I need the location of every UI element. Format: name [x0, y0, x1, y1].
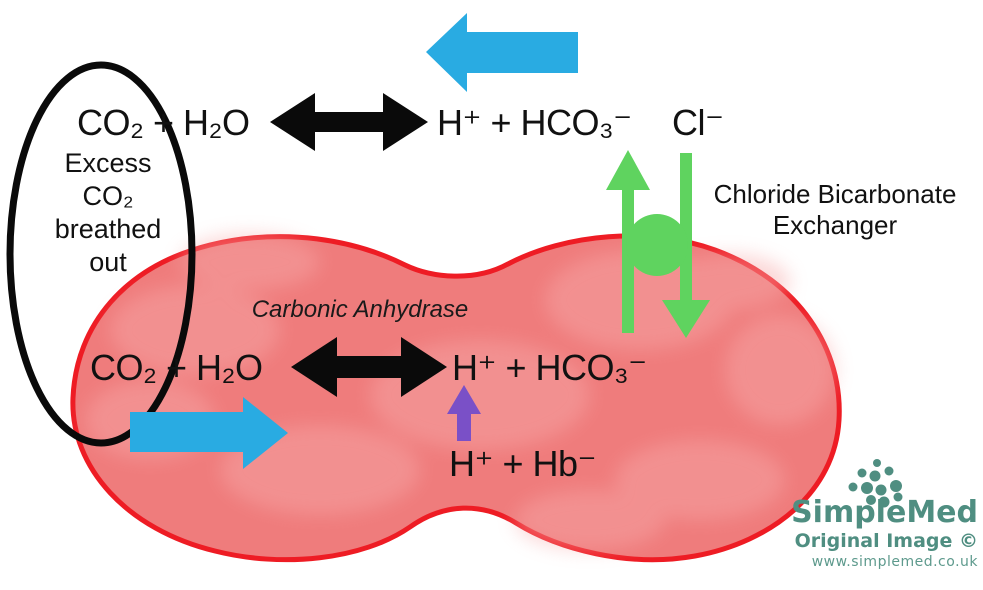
capillary-equilibrium-arrow-icon: [270, 93, 428, 151]
cell-equilibrium-arrow-icon: [291, 337, 447, 397]
proton-to-hemoglobin-arrow-icon: [447, 385, 481, 441]
exchanger-label-line1: Chloride Bicarbonate: [713, 179, 957, 209]
simplemed-brand: SimpleMed: [791, 495, 978, 530]
watermark: SimpleMed Original Image © www.simplemed…: [791, 497, 978, 571]
capillary-equation-left: CO₂ + H₂O: [77, 102, 250, 143]
excess-co2-ellipse: [6, 61, 196, 447]
simplemed-caption: Original Image ©: [794, 530, 978, 552]
excess-co2-note: Excess CO₂ breathed out: [22, 147, 194, 279]
exchanger-protein-icon: [626, 214, 688, 276]
simplemed-url: www.simplemed.co.uk: [811, 554, 978, 570]
capillary-equation-right: H⁺ + HCO₃⁻: [437, 102, 632, 143]
simplemed-logo-icon: [848, 459, 903, 508]
hemoglobin-buffer-label: H⁺ + Hb⁻: [449, 443, 597, 484]
excess-co2-note-line4: out: [89, 247, 127, 277]
excess-co2-note-line1: Excess: [64, 148, 152, 178]
cell-equation-right: H⁺ + HCO₃⁻: [452, 347, 647, 388]
exchanger-label: Chloride Bicarbonate Exchanger: [701, 179, 969, 241]
exchanger-label-line2: Exchanger: [772, 210, 898, 240]
co2-influx-arrow-icon: [130, 397, 288, 469]
cell-equation-left: CO₂ + H₂O: [90, 347, 263, 388]
exhaled-co2-arrow-icon: [426, 13, 578, 92]
carbonic-anhydrase-label: Carbonic Anhydrase: [251, 296, 469, 323]
excess-co2-note-line2: CO₂: [82, 181, 134, 211]
chloride-ion-label: Cl⁻: [672, 102, 724, 143]
excess-co2-note-line3: breathed: [54, 214, 162, 244]
